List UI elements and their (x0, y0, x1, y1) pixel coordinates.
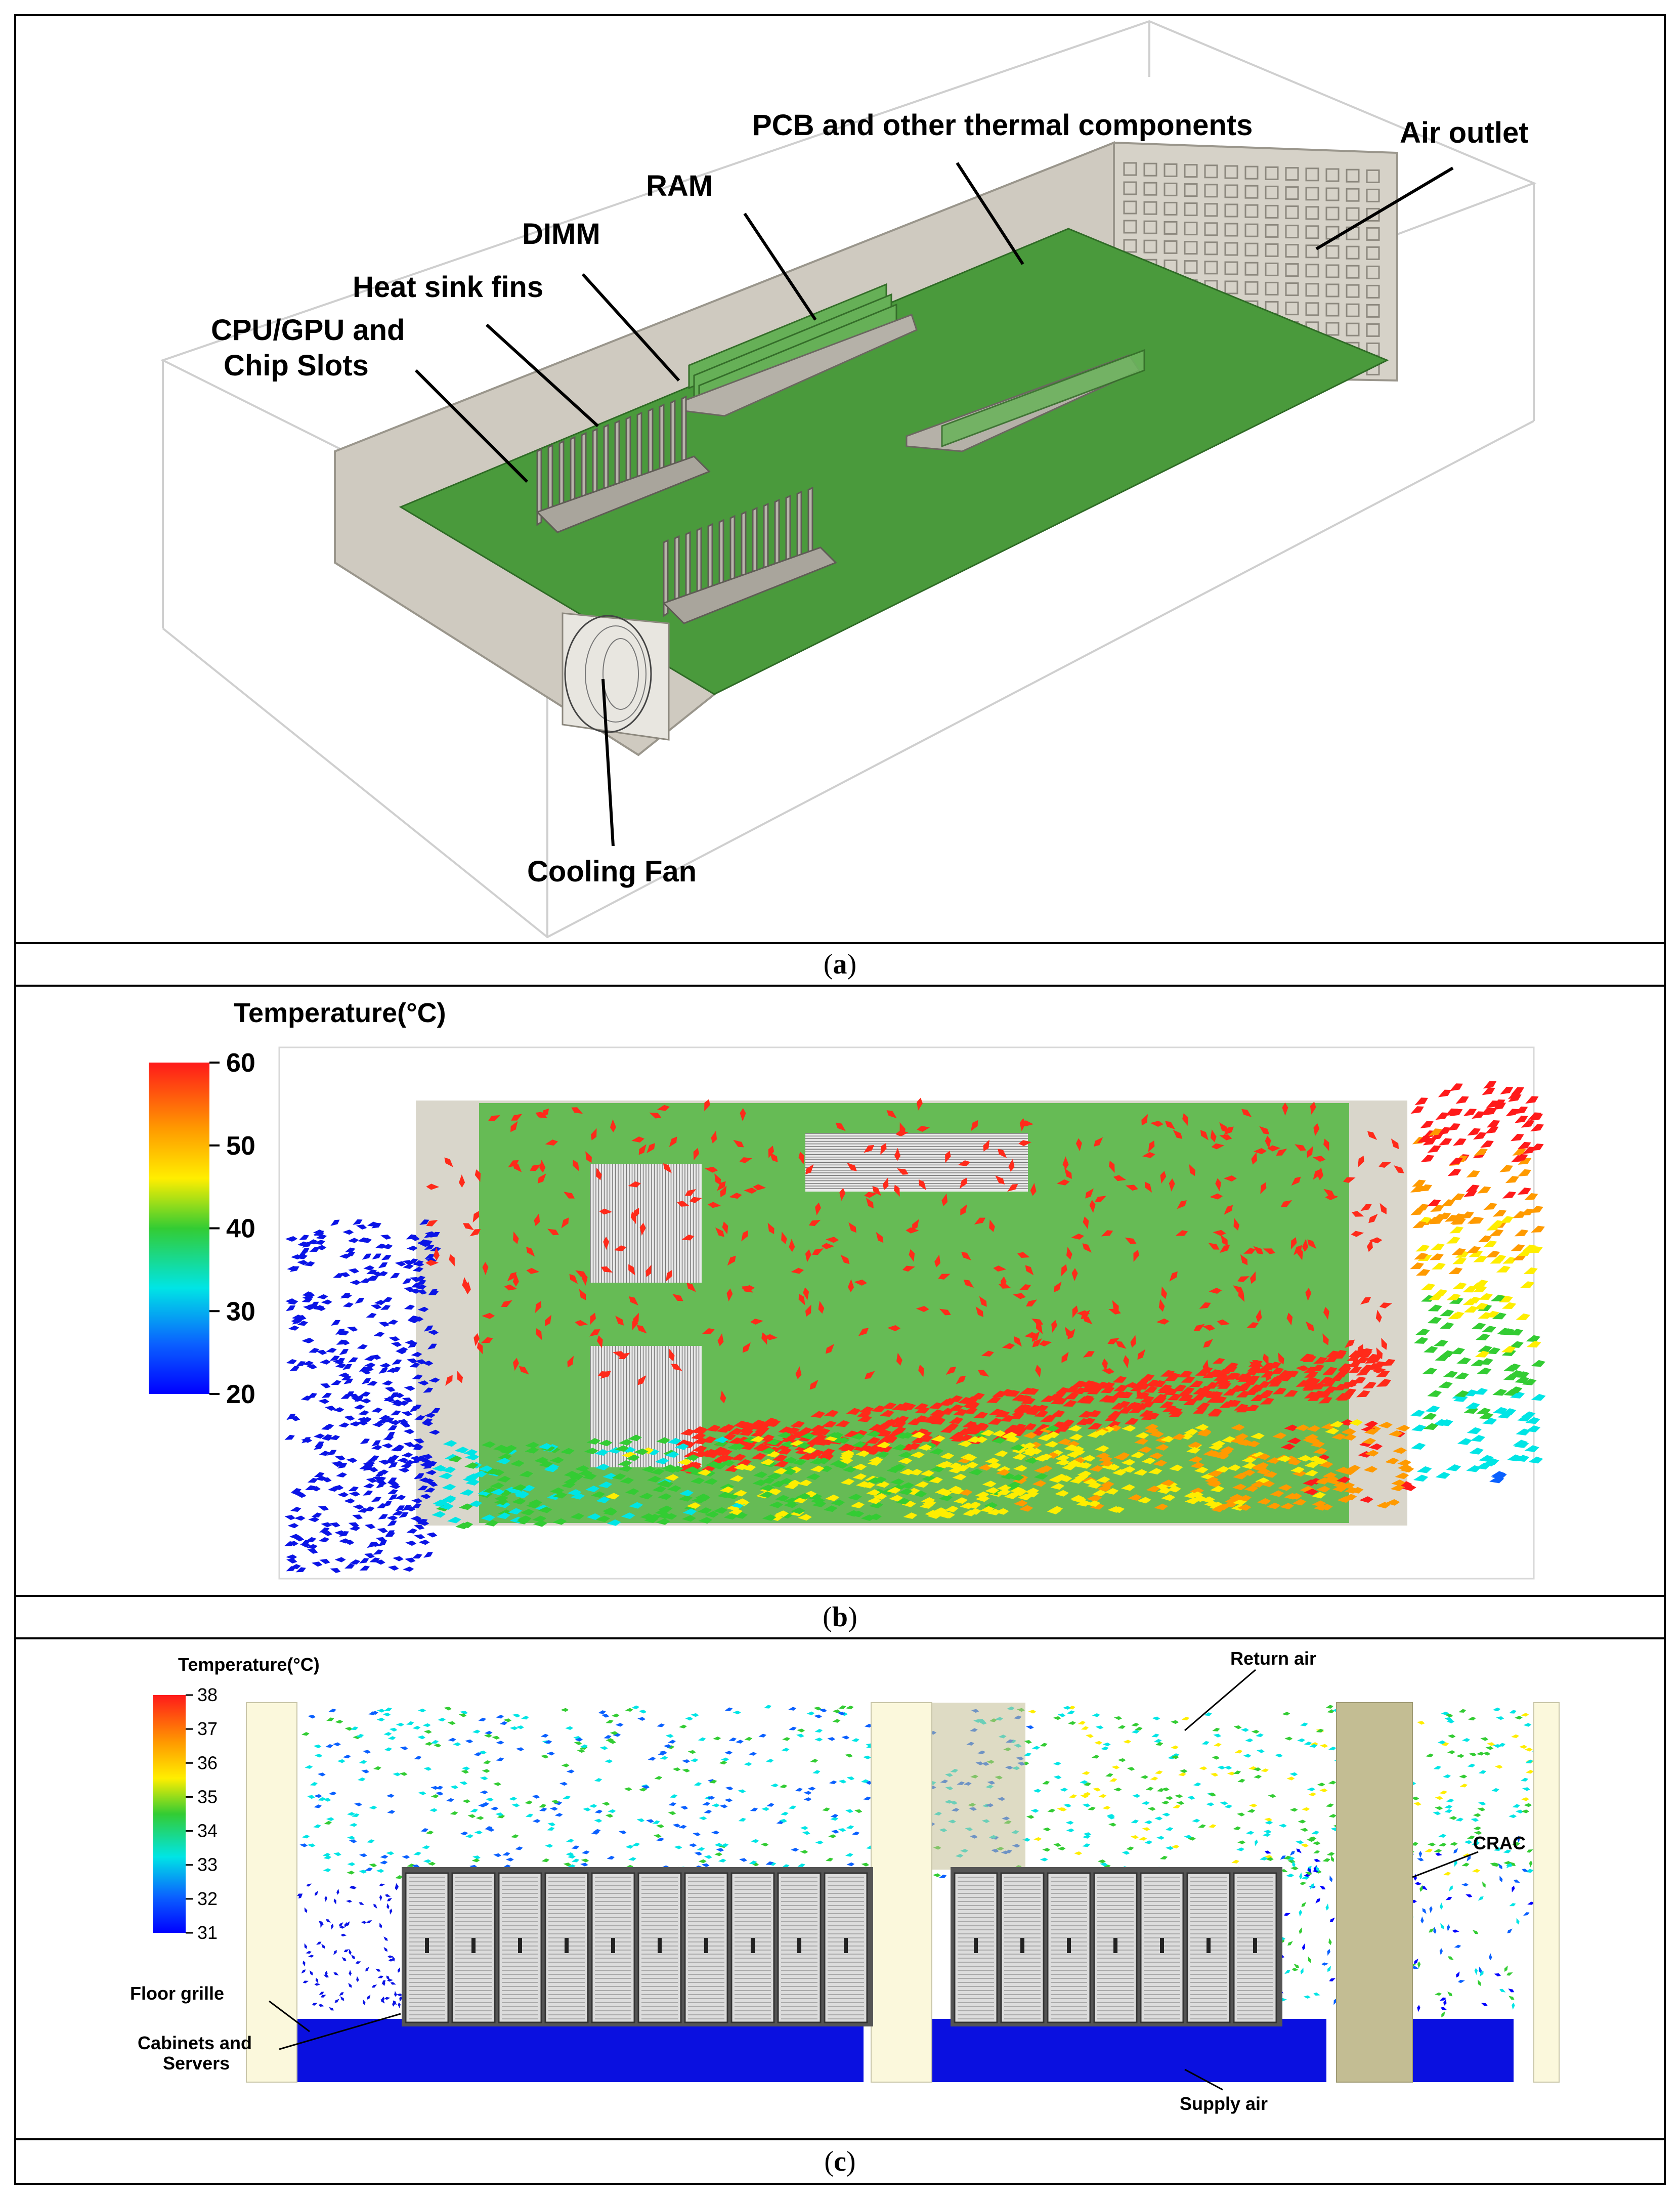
caption-a-open: ( (823, 949, 833, 980)
supply-plenum-right (932, 2019, 1326, 2082)
legend-b-tick: 20 (226, 1380, 255, 1409)
datacenter-airflow-plot: Temperature(°C) 38 37 36 35 34 33 32 31 Return … (130, 1648, 1562, 2114)
label-cooling-fan: Cooling Fan (527, 855, 697, 888)
caption-c-close: ) (846, 2146, 856, 2177)
cooling-fan-icon (562, 612, 670, 741)
caption-c-open: ( (824, 2146, 834, 2177)
label-cabinets-line2: Servers (163, 2053, 230, 2074)
legend-c-tick: 35 (197, 1786, 218, 1807)
caption-a-close: ) (847, 949, 857, 980)
caption-c-letter: c (834, 2146, 846, 2177)
legend-c-tick: 31 (197, 1922, 218, 1943)
legend-b-tick: 30 (226, 1297, 255, 1326)
label-cpu-line2: Chip Slots (224, 349, 369, 382)
legend-c-tick: 36 (197, 1752, 218, 1773)
label-ram: RAM (646, 170, 713, 202)
legend-b-tick: 50 (226, 1131, 255, 1161)
label-cpu-line1: CPU/GPU and (211, 314, 405, 347)
label-dimm: DIMM (522, 218, 600, 250)
caption-c: (c) (14, 2140, 1666, 2185)
caption-a: (a) (14, 944, 1666, 987)
legend-c-tick: 32 (197, 1888, 218, 1909)
flow-arrows-b (284, 1081, 1546, 1573)
legend-b-title: Temperature(°C) (234, 998, 446, 1028)
label-pcb: PCB and other thermal components (752, 109, 1253, 142)
server-racks (402, 1867, 1282, 2026)
legend-c-tick: 38 (197, 1684, 218, 1705)
label-air-outlet: Air outlet (1400, 116, 1529, 149)
legend-c-tick: 33 (197, 1854, 218, 1875)
legend-c-title: Temperature(°C) (178, 1654, 320, 1675)
label-crac: CRAC (1473, 1833, 1526, 1853)
wall-middle (871, 1702, 932, 2083)
heat-sinks-topview (590, 1133, 1028, 1467)
label-floor-grille: Floor grille (130, 1983, 224, 2004)
supply-plenum-left (297, 2019, 864, 2082)
label-heat-sink: Heat sink fins (353, 271, 543, 304)
legend-c-colorbar (153, 1695, 186, 1933)
legend-c-tick: 34 (197, 1821, 218, 1841)
panel-c: Temperature(°C) 38 37 36 35 34 33 32 31 Return … (14, 1639, 1666, 2140)
airflow-temperature-plot: Temperature(°C) 60 50 40 30 20 (149, 998, 1546, 1580)
legend-b-tick: 60 (226, 1048, 255, 1078)
legend-c-tick: 37 (197, 1718, 218, 1739)
panel-a: PCB and other thermal components Air out… (14, 14, 1666, 944)
label-cabinets-line1: Cabinets and (138, 2033, 252, 2053)
legend-b-tick: 40 (226, 1214, 255, 1244)
legend-b-colorbar (149, 1063, 209, 1394)
server-3d-diagram: PCB and other thermal components Air out… (160, 20, 1537, 939)
wall-left (246, 1702, 297, 2083)
label-supply-air: Supply air (1180, 2093, 1268, 2114)
wall-right (1533, 1702, 1560, 2083)
caption-b-open: ( (823, 1601, 832, 1633)
panel-b: Temperature(°C) 60 50 40 30 20 (14, 987, 1666, 1597)
caption-b-close: ) (848, 1601, 857, 1633)
caption-b: (b) (14, 1597, 1666, 1639)
heat-sink-2 (662, 486, 837, 624)
caption-b-letter: b (832, 1601, 848, 1633)
crac-unit (1336, 1702, 1413, 2083)
label-return-air: Return air (1230, 1648, 1316, 1669)
caption-a-letter: a (833, 949, 847, 980)
heat-sink-1 (536, 395, 711, 533)
